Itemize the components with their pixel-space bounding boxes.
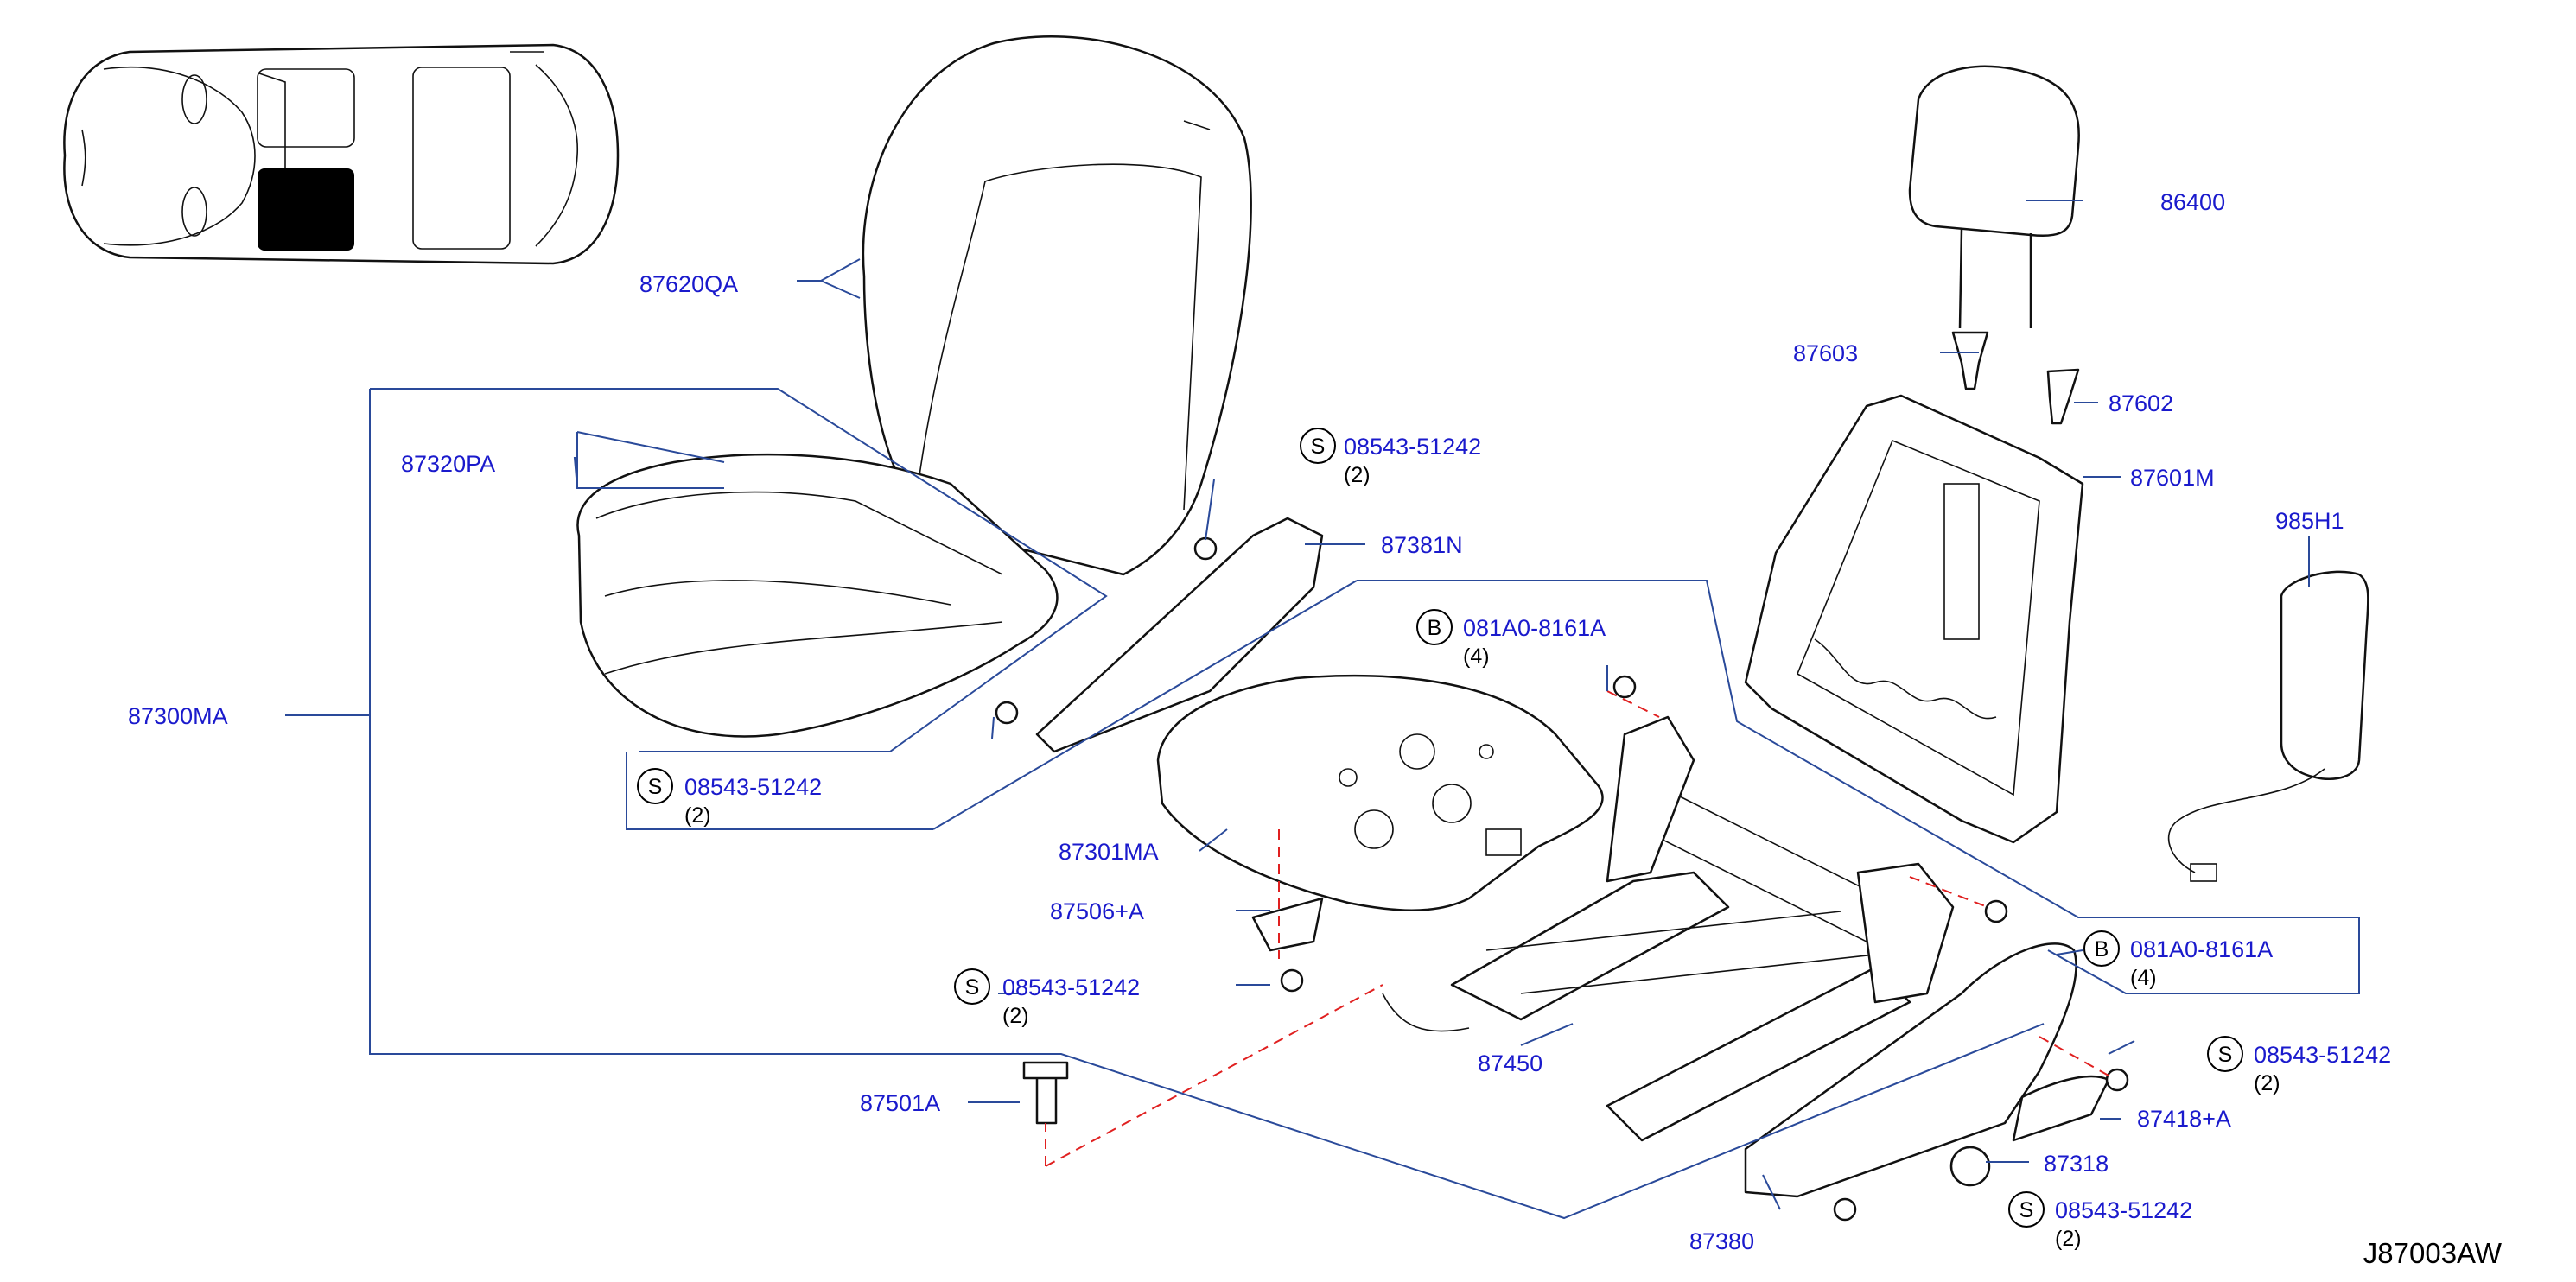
s-badge-circle-2 — [637, 768, 673, 804]
seat-cushion-cover-drawing — [576, 453, 1059, 738]
b-badge-circle-2 — [2083, 930, 2120, 967]
s-badge-letter-3: S — [965, 975, 980, 1000]
b-badge-circle-1 — [1416, 609, 1453, 645]
qty-label-3: (2) — [1002, 1004, 1029, 1028]
seat-slide-frame-drawing — [1382, 715, 1955, 1142]
part-label-87300MA: 87300MA — [128, 703, 228, 729]
s-badge-letter-1: S — [1311, 435, 1326, 459]
seat-cushion-pan-drawing — [1156, 674, 1604, 911]
part-label-87450: 87450 — [1478, 1050, 1542, 1076]
headrest-drawing — [1908, 65, 2080, 329]
car-locator-outline — [63, 43, 620, 265]
part-label-08543-51242-4: 08543-51242 — [2254, 1042, 2391, 1068]
part-label-87301MA: 87301MA — [1059, 839, 1159, 865]
b-badge-letter-2: B — [2095, 937, 2109, 962]
part-label-081A0-8161A-2: 081A0-8161A — [2130, 936, 2273, 962]
part-label-081A0-8161A-1: 081A0-8161A — [1463, 615, 1606, 641]
part-label-87620QA: 87620QA — [639, 271, 738, 297]
seat-location-highlight — [258, 168, 354, 251]
side-airbag-drawing — [2167, 570, 2369, 882]
part-label-87601M: 87601M — [2130, 465, 2215, 491]
part-label-87381N: 87381N — [1381, 532, 1463, 558]
qty-label-1: (2) — [1344, 463, 1371, 487]
trim-bracket-drawing — [1035, 517, 1324, 753]
alignment-dashed-lines — [1045, 690, 2109, 1167]
s-badge-circle-5 — [2008, 1191, 2045, 1228]
part-label-87506A: 87506+A — [1050, 898, 1144, 924]
part-label-08543-51242-2: 08543-51242 — [684, 774, 822, 800]
s-badge-letter-4: S — [2218, 1043, 2233, 1067]
part-label-87320PA: 87320PA — [401, 451, 495, 477]
qty-label-b1: (4) — [1463, 644, 1490, 669]
s-badge-letter-5: S — [2019, 1198, 2034, 1222]
qty-label-5: (2) — [2055, 1227, 2082, 1251]
leader-lines — [285, 200, 2360, 1220]
qty-label-2: (2) — [684, 803, 711, 828]
part-label-87380: 87380 — [1689, 1228, 1754, 1254]
qty-label-b2: (4) — [2130, 966, 2157, 990]
s-badge-circle-3 — [954, 968, 990, 1005]
part-label-87418A: 87418+A — [2137, 1106, 2231, 1132]
part-label-87602: 87602 — [2109, 390, 2173, 416]
part-label-86400: 86400 — [2160, 189, 2225, 215]
part-label-08543-51242-3: 08543-51242 — [1002, 974, 1140, 1000]
s-badge-letter-2: S — [648, 775, 663, 799]
seat-back-frame-drawing — [1744, 394, 2084, 844]
part-label-87501A: 87501A — [860, 1090, 940, 1116]
part-label-08543-51242-5: 08543-51242 — [2055, 1197, 2192, 1223]
s-badge-circle-4 — [2207, 1036, 2243, 1072]
part-label-08543-51242-1: 08543-51242 — [1344, 434, 1481, 460]
diagram-reference-code: J87003AW — [2363, 1237, 2503, 1269]
part-label-87318: 87318 — [2044, 1151, 2109, 1177]
b-badge-letter-1: B — [1428, 616, 1442, 640]
part-label-87603: 87603 — [1793, 340, 1858, 366]
seat-side-finisher-drawing — [1744, 942, 2110, 1198]
s-badge-circle-1 — [1300, 428, 1336, 464]
qty-label-4: (2) — [2254, 1071, 2280, 1095]
part-label-985H1: 985H1 — [2275, 508, 2344, 534]
